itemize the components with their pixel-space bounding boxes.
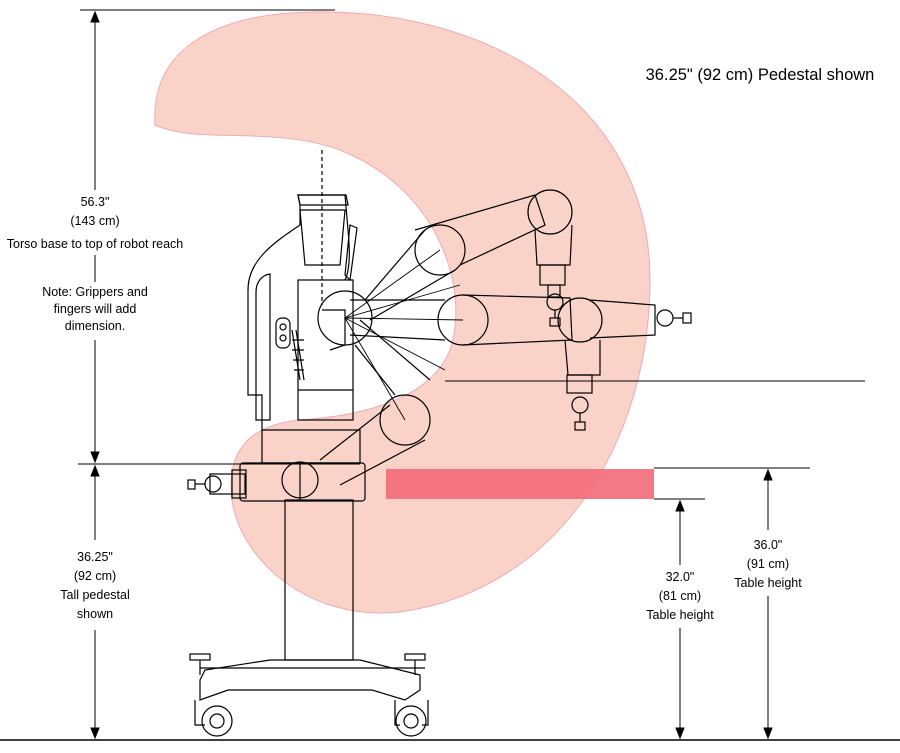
dimension-lines — [78, 9, 865, 740]
arm-pose-down — [187, 319, 431, 499]
reach-envelope — [154, 11, 651, 614]
table-low-value-inches: 32.0" — [665, 570, 695, 584]
table-height-band — [386, 469, 654, 499]
torso — [247, 150, 361, 464]
diagram-title: 36.25" (92 cm) Pedestal shown — [645, 66, 875, 84]
pedestal-dimension-label: 36.25" (92 cm) Tall pedestal shown — [60, 548, 130, 624]
pedestal — [189, 499, 429, 737]
reach-caption: Torso base to top of robot reach — [6, 237, 184, 251]
table-high-dimension-label: 36.0" (91 cm) Table height — [734, 536, 801, 593]
reach-value-cm: (143 cm) — [70, 214, 120, 228]
pedestal-value-cm: (92 cm) — [73, 569, 117, 583]
shoulder — [317, 290, 373, 351]
robot-illustration — [187, 150, 692, 737]
reach-note: Note: Grippers and fingers will add dime… — [42, 284, 148, 335]
pedestal-caption-line1: Tall pedestal — [60, 588, 130, 602]
table-low-dimension-label: 32.0" (81 cm) Table height — [646, 568, 713, 625]
reach-dimension-label: 56.3" (143 cm) Torso base to top of robo… — [7, 193, 184, 254]
pedestal-caption-line2: shown — [76, 607, 114, 621]
table-high-value-cm: (91 cm) — [746, 557, 790, 571]
table-low-caption: Table height — [646, 608, 714, 622]
reach-note-line3: dimension. — [64, 319, 126, 333]
reach-note-line1: Note: Grippers and — [42, 285, 148, 299]
pedestal-value-inches: 36.25" — [77, 550, 113, 564]
table-low-value-cm: (81 cm) — [658, 589, 702, 603]
reach-value-inches: 56.3" — [80, 195, 110, 209]
arm-pose-up — [364, 189, 573, 327]
table-high-caption: Table height — [734, 576, 802, 590]
table-high-value-inches: 36.0" — [753, 538, 783, 552]
arm-swing-lines — [344, 249, 464, 421]
reach-note-line2: fingers will add — [53, 302, 137, 316]
